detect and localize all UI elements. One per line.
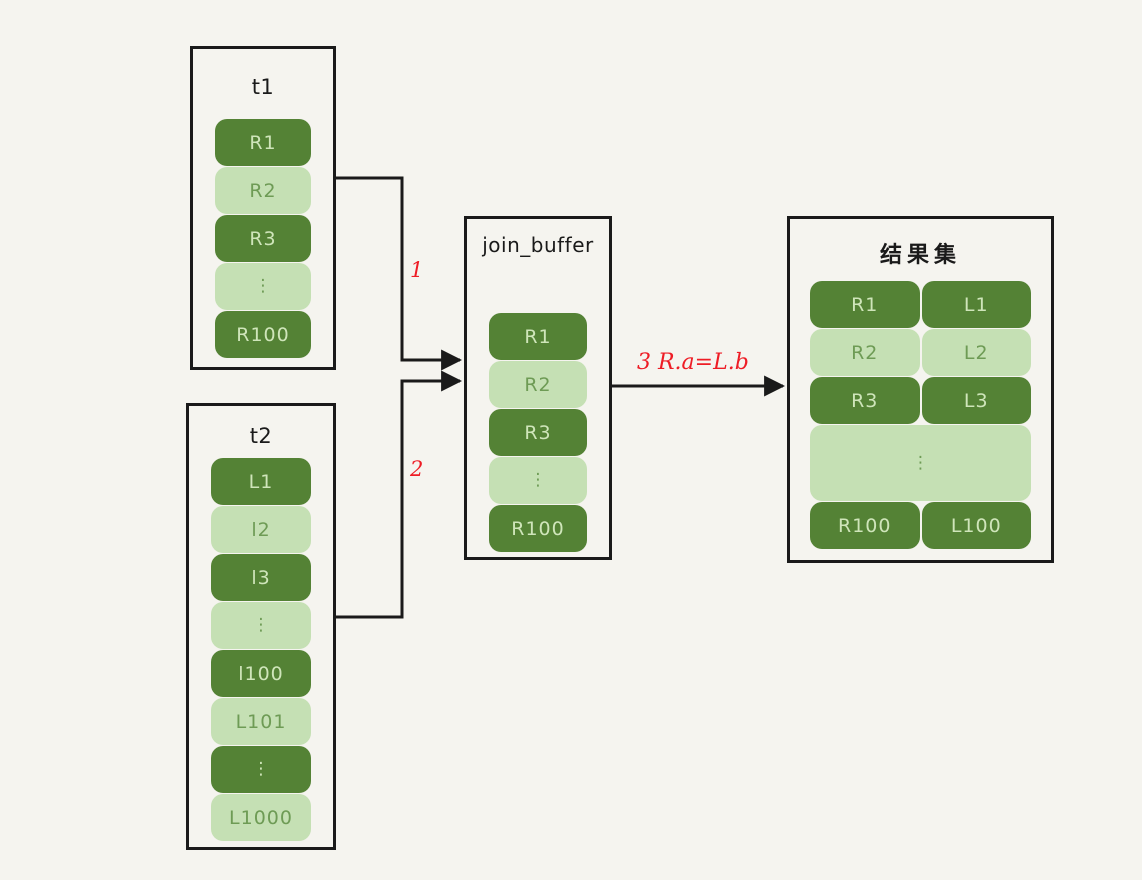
result-cell-left: R100 [810, 502, 920, 549]
row-label: l100 [238, 662, 284, 685]
row-label: L1000 [229, 806, 293, 829]
table-row: ⋮ [211, 746, 311, 793]
table-row: R3 [215, 215, 311, 262]
result-cell-right: L1 [921, 281, 1031, 328]
row-label: L1 [248, 470, 274, 493]
table-row: R100 [489, 505, 587, 552]
ellipsis-icon: ⋮ [254, 276, 272, 296]
row-label: L101 [235, 710, 287, 733]
table-title-join-buffer: join_buffer [482, 233, 594, 257]
ellipsis-icon: ⋮ [529, 470, 547, 490]
table-row: R2 [489, 361, 587, 408]
row-label: l2 [251, 518, 271, 541]
table-row: ⋮ [211, 602, 311, 649]
table-row: L1000 [211, 794, 311, 841]
annotation-step-3-join-condition: 3 R.a=L.b [637, 350, 749, 375]
result-cell-left: R2 [810, 329, 920, 376]
table-row: ⋮ [215, 263, 311, 310]
row-label: R100 [511, 517, 565, 540]
result-cell-right: L100 [921, 502, 1031, 549]
row-label: R1 [524, 325, 552, 348]
ellipsis-icon: ⋮ [912, 452, 929, 473]
row-label: R3 [524, 421, 552, 444]
table-row: l2 [211, 506, 311, 553]
row-label: l3 [251, 566, 271, 589]
table-row: R1 [489, 313, 587, 360]
table-row: R3 [489, 409, 587, 456]
table-row: L101 [211, 698, 311, 745]
table-row: R100 [215, 311, 311, 358]
row-label: R2 [249, 179, 277, 202]
table-row: ⋮ [810, 425, 1031, 501]
row-label: R2 [524, 373, 552, 396]
annotation-step-2: 2 [410, 457, 424, 481]
table-title-t2: t2 [249, 424, 273, 448]
table-row: R2 [215, 167, 311, 214]
ellipsis-icon: ⋮ [252, 759, 270, 779]
result-cell-right: L2 [921, 329, 1031, 376]
connector-t2-to-join-buffer [336, 370, 463, 619]
row-label: R100 [236, 323, 290, 346]
row-label: R3 [249, 227, 277, 250]
ellipsis-icon: ⋮ [252, 615, 270, 635]
annotation-step-1: 1 [410, 258, 424, 282]
result-cell-right: L3 [921, 377, 1031, 424]
result-cell-left: R1 [810, 281, 920, 328]
table-title-t1: t1 [251, 75, 275, 99]
row-label: R1 [249, 131, 277, 154]
table-row: L1 [211, 458, 311, 505]
table-row: l3 [211, 554, 311, 601]
table-row: l100 [211, 650, 311, 697]
table-row: ⋮ [489, 457, 587, 504]
connector-t1-to-join-buffer [336, 176, 463, 371]
table-title-result-set: 结果集 [879, 243, 961, 268]
result-cell-left: R3 [810, 377, 920, 424]
table-row: R1 [215, 119, 311, 166]
